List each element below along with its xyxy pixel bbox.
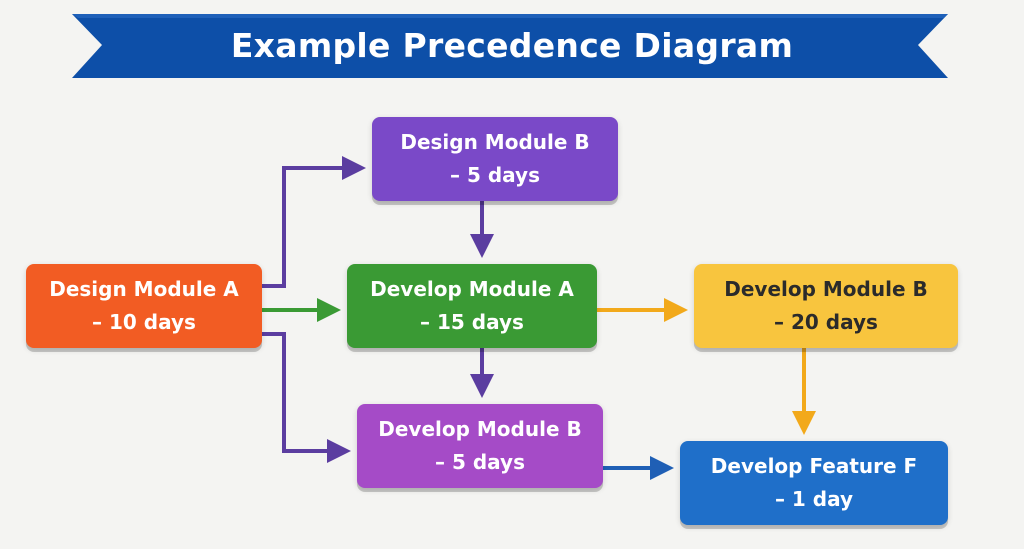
banner-ribbon-highlight <box>72 14 948 18</box>
node-develop-module-b-yellow: Develop Module B – 20 days <box>694 264 958 348</box>
node-develop-feature-f-name: Develop Feature F <box>710 454 918 478</box>
banner-ribbon <box>72 14 948 78</box>
node-develop-module-a-duration: – 15 days <box>420 310 524 334</box>
node-design-module-a-duration: – 10 days <box>92 310 196 334</box>
arrow-design-a-to-design-b <box>262 156 366 288</box>
node-develop-module-b-yellow-name: Develop Module B <box>724 277 928 301</box>
node-develop-module-a-name: Develop Module A <box>370 277 574 301</box>
node-design-module-b-name: Design Module B <box>400 130 590 154</box>
node-develop-module-b-purple: Develop Module B – 5 days <box>357 404 603 488</box>
node-develop-module-b-yellow-duration: – 20 days <box>774 310 878 334</box>
node-develop-feature-f-duration: – 1 day <box>774 487 854 511</box>
node-design-module-b-duration: – 5 days <box>450 163 540 187</box>
node-design-module-a-name: Design Module A <box>49 277 239 301</box>
node-design-module-b: Design Module B – 5 days <box>372 117 618 201</box>
node-develop-module-a: Develop Module A – 15 days <box>347 264 597 348</box>
node-develop-module-b-purple-name: Develop Module B <box>378 417 582 441</box>
node-design-module-a: Design Module A – 10 days <box>26 264 262 348</box>
title-banner <box>72 14 948 78</box>
arrow-design-a-to-develop-b-purple <box>262 332 351 463</box>
page-title: Example Precedence Diagram <box>230 25 794 65</box>
node-develop-feature-f: Develop Feature F – 1 day <box>680 441 948 525</box>
node-develop-module-b-purple-duration: – 5 days <box>435 450 525 474</box>
